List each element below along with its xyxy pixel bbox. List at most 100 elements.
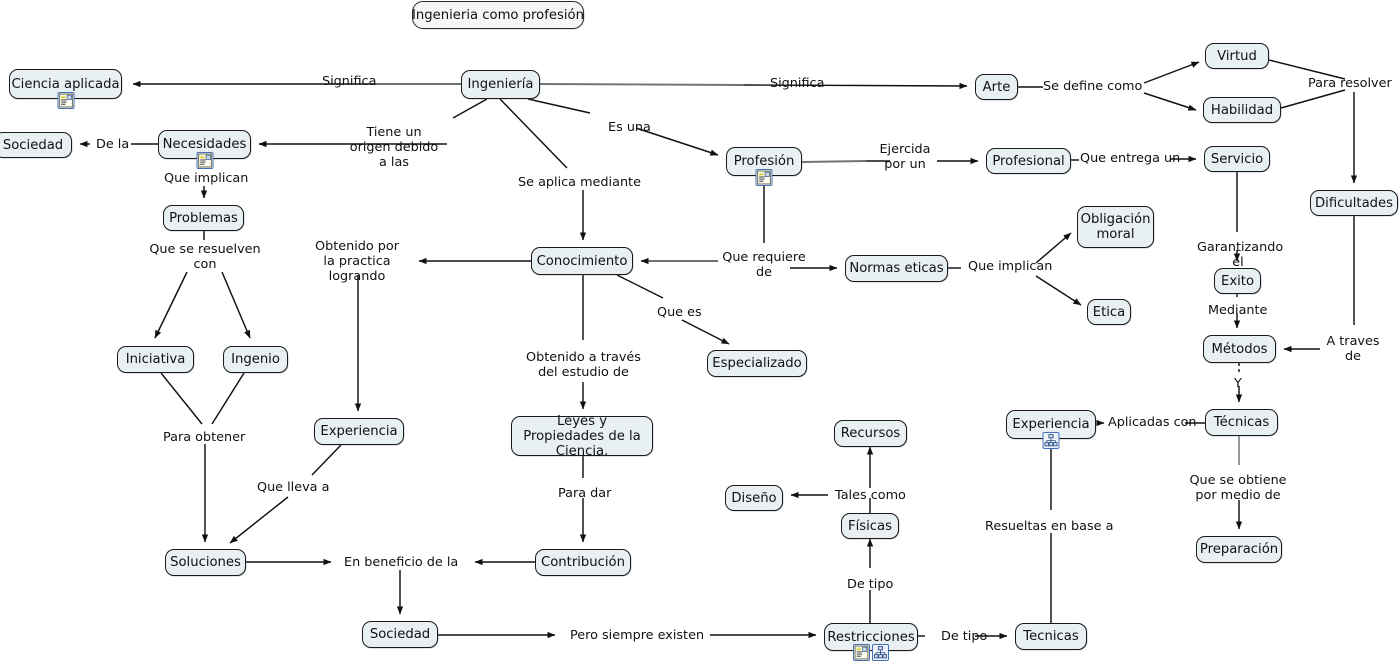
node-profesion[interactable]: Profesión — [726, 147, 802, 186]
node-metodos[interactable]: Métodos — [1203, 335, 1276, 363]
link-label-pero-siempre-existen: Pero siempre existen — [570, 628, 705, 643]
node-label: Métodos — [1211, 341, 1268, 357]
link-label-que-implican-2: Que implican — [968, 259, 1053, 274]
link-label-a-traves-de: A traves de — [1326, 334, 1380, 364]
node-label: Arte — [982, 79, 1011, 95]
link-label-para-dar: Para dar — [558, 486, 612, 501]
link-label-que-es: Que es — [657, 305, 702, 320]
link-label-y: Y — [1234, 376, 1242, 391]
document-icon[interactable] — [196, 152, 213, 169]
node-fisicas[interactable]: Físicas — [841, 513, 899, 539]
link-label-se-define-como: Se define como — [1043, 79, 1143, 94]
node-label: Exito — [1220, 273, 1255, 289]
node-necesidades[interactable]: Necesidades — [158, 130, 251, 169]
node-icon-group — [755, 169, 773, 186]
node-problemas[interactable]: Problemas — [163, 205, 244, 231]
node-etica[interactable]: Etica — [1087, 299, 1131, 325]
node-tecnicas-bottom[interactable]: Tecnicas — [1015, 623, 1087, 650]
document-icon[interactable] — [853, 644, 870, 661]
node-recursos[interactable]: Recursos — [834, 420, 907, 447]
node-especializado[interactable]: Especializado — [707, 350, 807, 377]
link-label-mediante: Mediante — [1208, 303, 1268, 318]
link-label-obtenido-a-traves-del-estudio: Obtenido a través del estudio de — [526, 350, 641, 380]
node-label: Etica — [1092, 304, 1126, 320]
link-label-es-una: Es una — [608, 120, 651, 135]
node-obligacion-moral[interactable]: Obligación moral — [1077, 206, 1154, 248]
node-label: Experiencia — [320, 424, 398, 439]
node-arte[interactable]: Arte — [975, 74, 1018, 100]
node-label: Ingenio — [231, 352, 280, 367]
node-experiencia-left[interactable]: Experiencia — [314, 418, 404, 445]
node-label: Restricciones — [827, 629, 915, 645]
link-label-ejercida-por-un: Ejercida por un — [879, 142, 931, 172]
link-label-que-entrega-un: Que entrega un — [1080, 151, 1181, 166]
map-title-node[interactable]: Ingenieria como profesión — [412, 1, 584, 29]
hierarchy-icon[interactable] — [872, 644, 889, 661]
node-label: Ciencia aplicada — [11, 76, 120, 92]
node-dificultades[interactable]: Dificultades — [1310, 190, 1398, 216]
node-tecnicas-accent[interactable]: Técnicas — [1205, 409, 1278, 436]
node-normas-eticas[interactable]: Normas eticas — [845, 255, 948, 282]
link-label-significa-1: Significa — [322, 74, 377, 89]
link-label-que-implican-1: Que implican — [164, 171, 249, 186]
node-contribucion[interactable]: Contribución — [535, 549, 631, 576]
link-label-para-resolver: Para resolver — [1308, 76, 1392, 91]
node-exito[interactable]: Exito — [1214, 268, 1261, 294]
node-profesional[interactable]: Profesional — [986, 148, 1071, 174]
node-label: Ingeniería — [467, 77, 534, 92]
link-label-se-aplica-mediante: Se aplica mediante — [518, 175, 641, 190]
document-icon[interactable] — [755, 169, 773, 186]
link-label-que-requiere-de: Que requiere de — [722, 250, 806, 280]
node-sociedad-top[interactable]: Sociedad — [0, 132, 72, 158]
node-label: Sociedad — [369, 627, 431, 642]
link-label-obtenido-por-la-practica: Obtenido por la practica logrando — [315, 239, 399, 284]
document-icon[interactable] — [57, 92, 74, 109]
node-servicio[interactable]: Servicio — [1204, 146, 1270, 172]
link-label-aplicadas-con: Aplicadas con — [1108, 415, 1197, 430]
node-iniciativa[interactable]: Iniciativa — [117, 346, 194, 373]
node-ingenieria[interactable]: Ingeniería — [461, 70, 540, 99]
link-label-de-tipo-1: De tipo — [847, 577, 894, 592]
link-label-de-tipo-2: De tipo — [941, 629, 988, 644]
node-ingenio[interactable]: Ingenio — [223, 346, 288, 373]
link-label-garantizando-el: Garantizando el — [1197, 240, 1284, 270]
node-icon-group — [1042, 432, 1060, 449]
link-label-para-obtener: Para obtener — [163, 430, 246, 445]
node-icon-group — [57, 92, 74, 109]
link-label-significa-2: Significa — [770, 76, 825, 91]
node-label: Conocimiento — [536, 253, 628, 269]
link-label-en-beneficio-de-la: En beneficio de la — [344, 555, 459, 570]
node-label: Habilidad — [1210, 102, 1274, 118]
node-habilidad[interactable]: Habilidad — [1203, 97, 1281, 123]
node-label: Obligación moral — [1080, 212, 1151, 242]
node-ciencia-aplicada[interactable]: Ciencia aplicada — [9, 69, 122, 109]
node-preparacion[interactable]: Preparación — [1196, 536, 1282, 563]
hierarchy-icon[interactable] — [1042, 432, 1060, 449]
node-label: Dificultades — [1315, 195, 1394, 211]
node-label: Técnicas — [1213, 415, 1270, 430]
link-label-tiene-un-origen: Tiene un origen debido a las — [349, 125, 439, 170]
node-virtud[interactable]: Virtud — [1205, 43, 1269, 69]
node-leyes-propiedades[interactable]: Leyes y Propiedades de la Ciencia. — [511, 413, 653, 459]
node-label: Físicas — [848, 518, 892, 534]
node-label: Leyes y Propiedades de la Ciencia. — [523, 413, 641, 459]
node-icon-group — [853, 644, 889, 661]
node-label: Profesión — [733, 154, 795, 169]
node-diseno[interactable]: Diseño — [725, 485, 783, 511]
node-label: Diseño — [731, 490, 777, 506]
node-label: Servicio — [1210, 151, 1264, 167]
node-soluciones[interactable]: Soluciones — [165, 549, 246, 576]
link-label-que-lleva-a: Que lleva a — [257, 480, 330, 495]
node-restricciones[interactable]: Restricciones — [824, 623, 918, 661]
node-experiencia-right[interactable]: Experiencia — [1006, 410, 1096, 449]
link-label-que-se-resuelven-con: Que se resuelven con — [149, 242, 261, 272]
node-conocimiento[interactable]: Conocimiento — [531, 247, 633, 275]
node-sociedad-bottom[interactable]: Sociedad — [362, 621, 438, 648]
node-label: Sociedad — [2, 137, 64, 153]
node-label: Tecnicas — [1023, 629, 1079, 644]
node-label: Preparación — [1199, 542, 1279, 557]
link-label-tales-como: Tales como — [835, 488, 906, 503]
map-title-label: Ingenieria como profesión — [412, 7, 584, 23]
node-label: Normas eticas — [849, 261, 944, 276]
